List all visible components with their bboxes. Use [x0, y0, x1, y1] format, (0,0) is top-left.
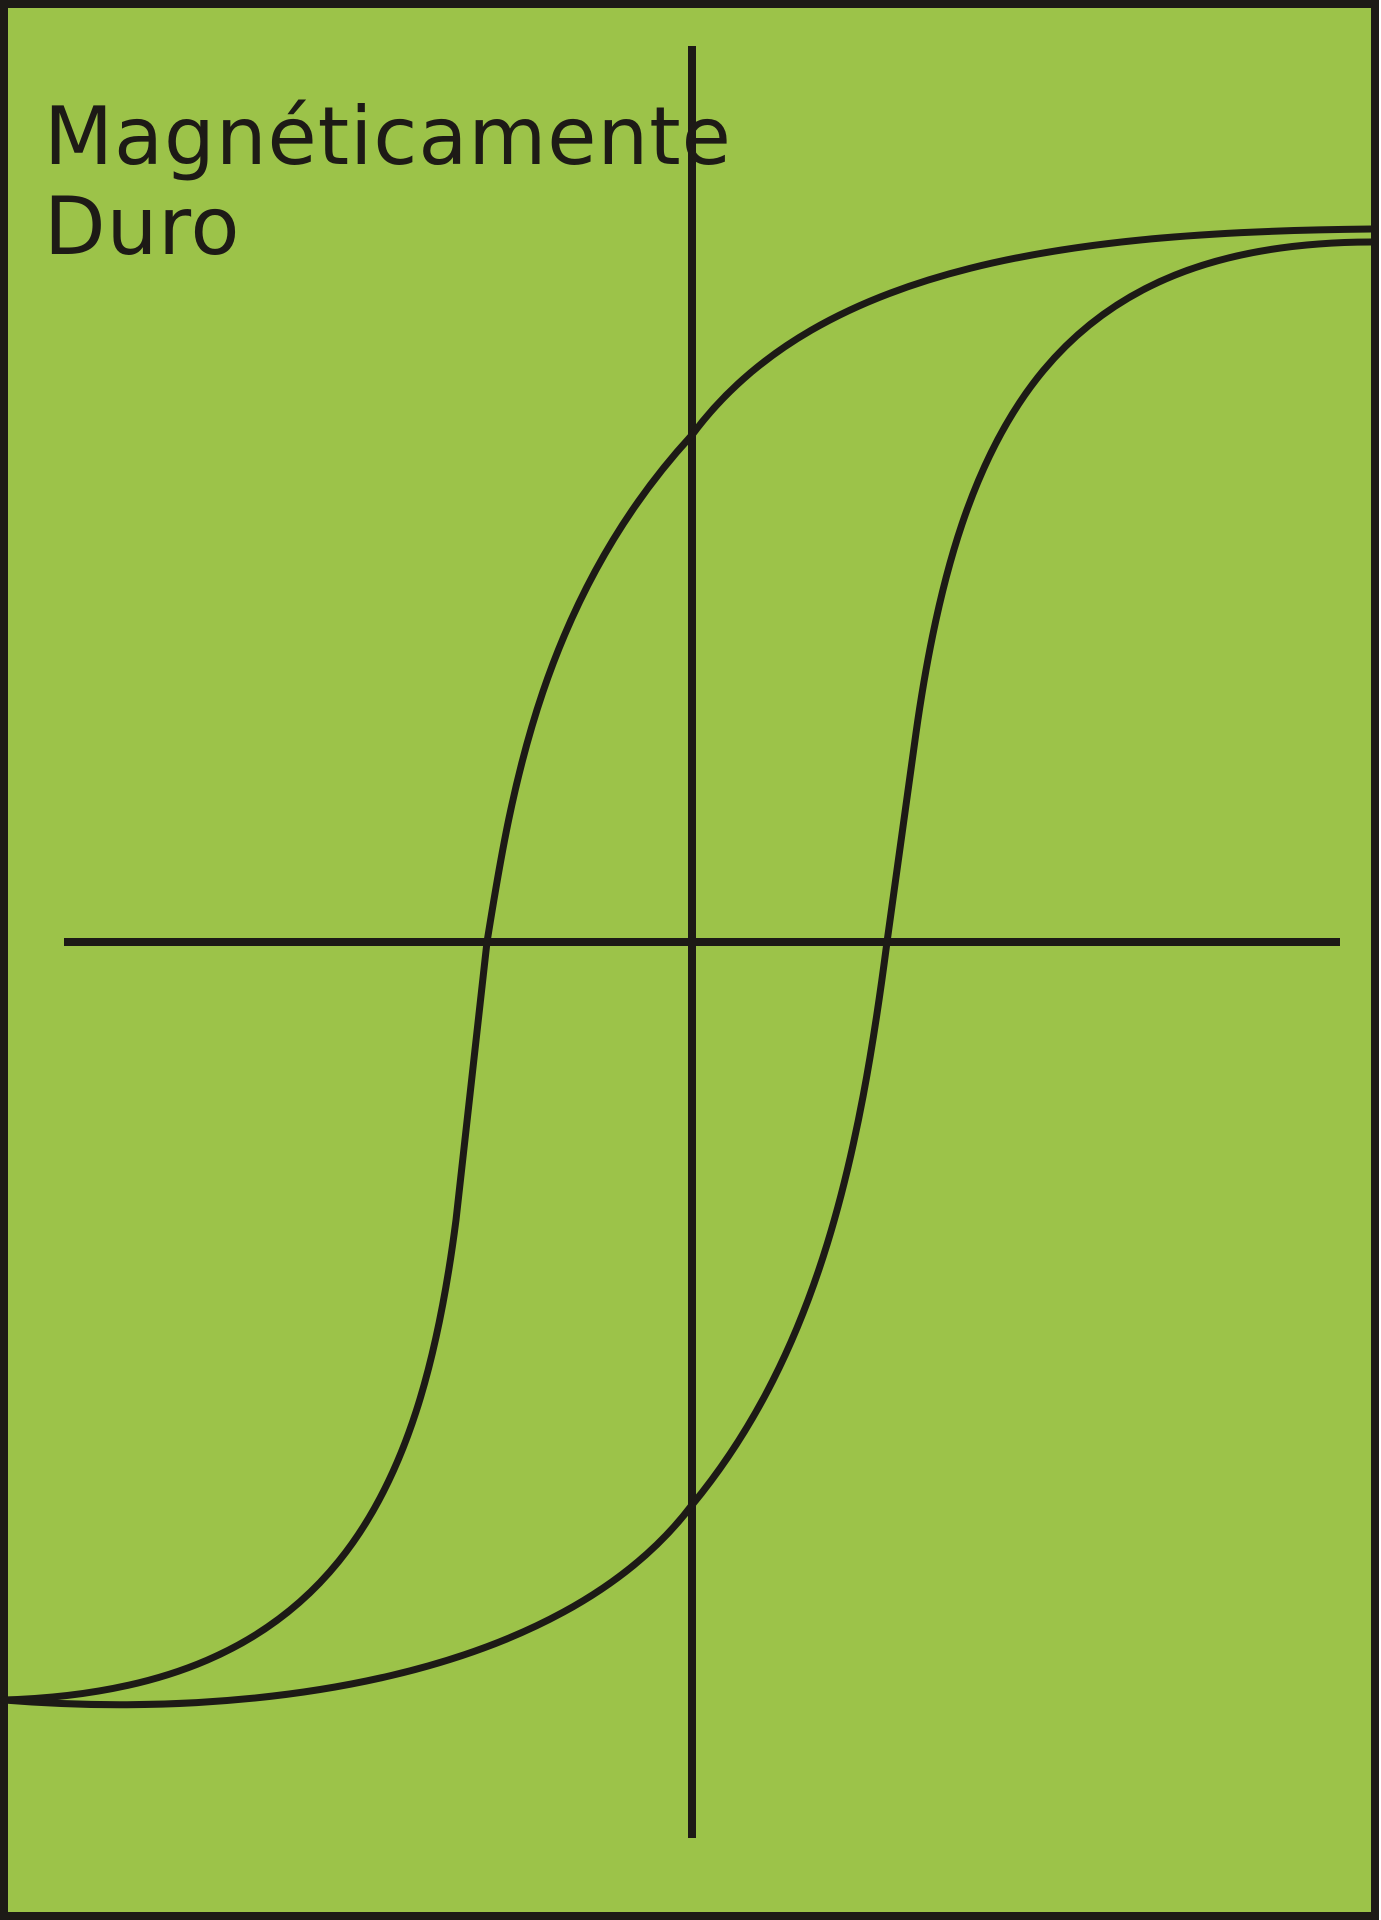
title-line-2: Duro — [44, 180, 241, 273]
title-line-1: Magnéticamente — [44, 90, 732, 183]
hysteresis-ascending-branch — [0, 238, 1375, 1709]
hysteresis-descending-branch — [0, 225, 1375, 1704]
chart-title: Magnéticamente Duro — [44, 92, 732, 272]
